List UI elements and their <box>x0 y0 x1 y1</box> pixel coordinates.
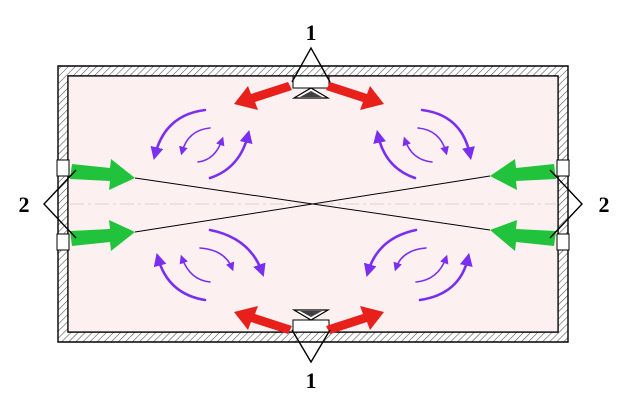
recirculation-bottom-right <box>363 228 473 302</box>
right-exhaust-openings <box>556 159 570 251</box>
curved-arrow-icon <box>199 247 235 272</box>
exhaust-jets <box>70 159 556 251</box>
green-arrow-icon <box>490 220 556 251</box>
label-exhaust-left: 2 <box>19 192 30 217</box>
curved-arrow-icon <box>402 136 433 163</box>
curved-arrow-icon <box>420 108 475 161</box>
curved-arrow-icon <box>153 252 207 302</box>
curved-arrow-icon <box>179 254 211 283</box>
red-arrow-icon <box>326 306 384 334</box>
curved-arrow-icon <box>415 254 449 283</box>
curved-arrow-icon <box>363 228 418 277</box>
supply-jets <box>234 82 384 334</box>
curved-arrow-icon <box>150 108 207 161</box>
bottom-callout-leader <box>291 329 331 364</box>
label-exhaust-right: 2 <box>599 192 610 217</box>
recirculation-top-left <box>150 108 253 180</box>
top-callout-leader <box>291 46 331 83</box>
curved-arrow-icon <box>208 129 253 180</box>
callout-leaders <box>43 46 583 364</box>
curved-arrow-icon <box>179 127 211 156</box>
curved-arrow-icon <box>208 228 266 277</box>
left-exhaust-openings <box>56 159 70 251</box>
top-supply-diffuser-icon <box>291 75 331 99</box>
label-supply-bottom: 1 <box>306 368 317 393</box>
curved-arrow-icon <box>373 129 417 180</box>
label-supply-top: 1 <box>306 20 317 45</box>
red-arrow-icon <box>234 82 292 110</box>
recirculation-top-right <box>373 108 475 180</box>
green-arrow-icon <box>70 220 135 251</box>
green-arrow-icon <box>70 159 135 190</box>
right-callout-leader <box>549 169 583 239</box>
curved-arrow-icon <box>393 247 427 272</box>
left-callout-leader <box>43 169 77 239</box>
curved-arrow-icon <box>417 127 449 156</box>
bottom-supply-diffuser-icon <box>291 309 331 333</box>
curved-arrow-icon <box>418 252 473 302</box>
recirculation-bottom-left <box>153 228 266 302</box>
red-arrow-icon <box>326 82 384 110</box>
red-arrow-icon <box>234 306 292 334</box>
curved-arrow-icon <box>197 136 225 163</box>
green-arrow-icon <box>490 159 556 190</box>
jet-axis-lines <box>134 175 491 233</box>
